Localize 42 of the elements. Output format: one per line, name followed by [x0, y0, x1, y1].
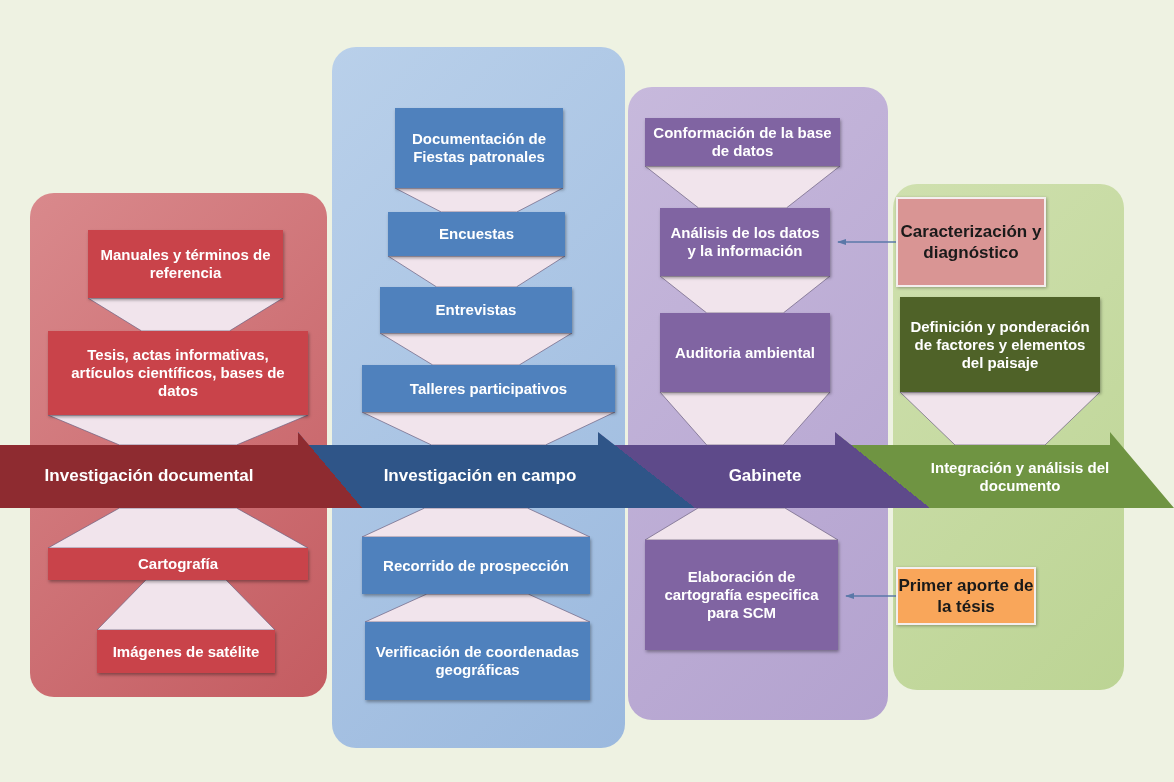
process-box: Recorrido de prospección [362, 537, 590, 594]
stage-band [298, 432, 598, 508]
stage-label: Gabinete [727, 465, 803, 488]
funnel-connector [96, 579, 276, 631]
process-box: Auditoria ambiental [660, 313, 830, 392]
funnel-connector [644, 165, 841, 209]
stage-band [835, 432, 1174, 508]
funnel-connector [47, 414, 309, 446]
funnel-connector [87, 297, 284, 332]
process-box: Conformación de la base de datos [645, 118, 840, 166]
stage-label: Integración y análisis del documento [930, 457, 1110, 496]
funnel-connector [644, 507, 839, 541]
process-box: Entrevistas [380, 287, 572, 333]
funnel-connector [387, 255, 566, 288]
process-box: Verificación de coordenadas geográficas [365, 622, 590, 700]
stage-label: Investigación en campo [382, 465, 578, 488]
funnel-connector [394, 187, 564, 213]
process-box: Manuales y términos de referencia [88, 230, 283, 298]
funnel-connector [659, 391, 831, 446]
stage-band [598, 432, 835, 508]
funnel-connector [47, 507, 309, 549]
process-box: Tesis, actas informativas, artículos científicos, bases de datos [48, 331, 308, 415]
process-box: Análisis de los datos y la información [660, 208, 830, 276]
process-box: Imágenes de satélite [97, 630, 275, 673]
process-box: Cartografía [48, 548, 308, 580]
process-box: Elaboración de cartografía especifica para SCM [645, 540, 838, 650]
process-box: Definición y ponderación de factores y elementos del paisaje [900, 297, 1100, 392]
funnel-connector [361, 411, 616, 446]
arrow [845, 592, 897, 600]
arrow [837, 238, 897, 246]
process-box: Documentación de Fiestas patronales [395, 108, 563, 188]
stage-label: Investigación documental [43, 465, 255, 488]
process-box: Encuestas [388, 212, 565, 256]
funnel-connector [899, 391, 1101, 446]
funnel-connector [659, 275, 831, 314]
stage-band [0, 445, 298, 508]
funnel-connector [361, 507, 591, 538]
note-box: Primer aporte de la tésis [896, 567, 1036, 625]
funnel-connector [364, 593, 591, 623]
note-box: Caracterización y diagnóstico [896, 197, 1046, 287]
process-box: Talleres participativos [362, 365, 615, 412]
funnel-connector [379, 332, 573, 366]
